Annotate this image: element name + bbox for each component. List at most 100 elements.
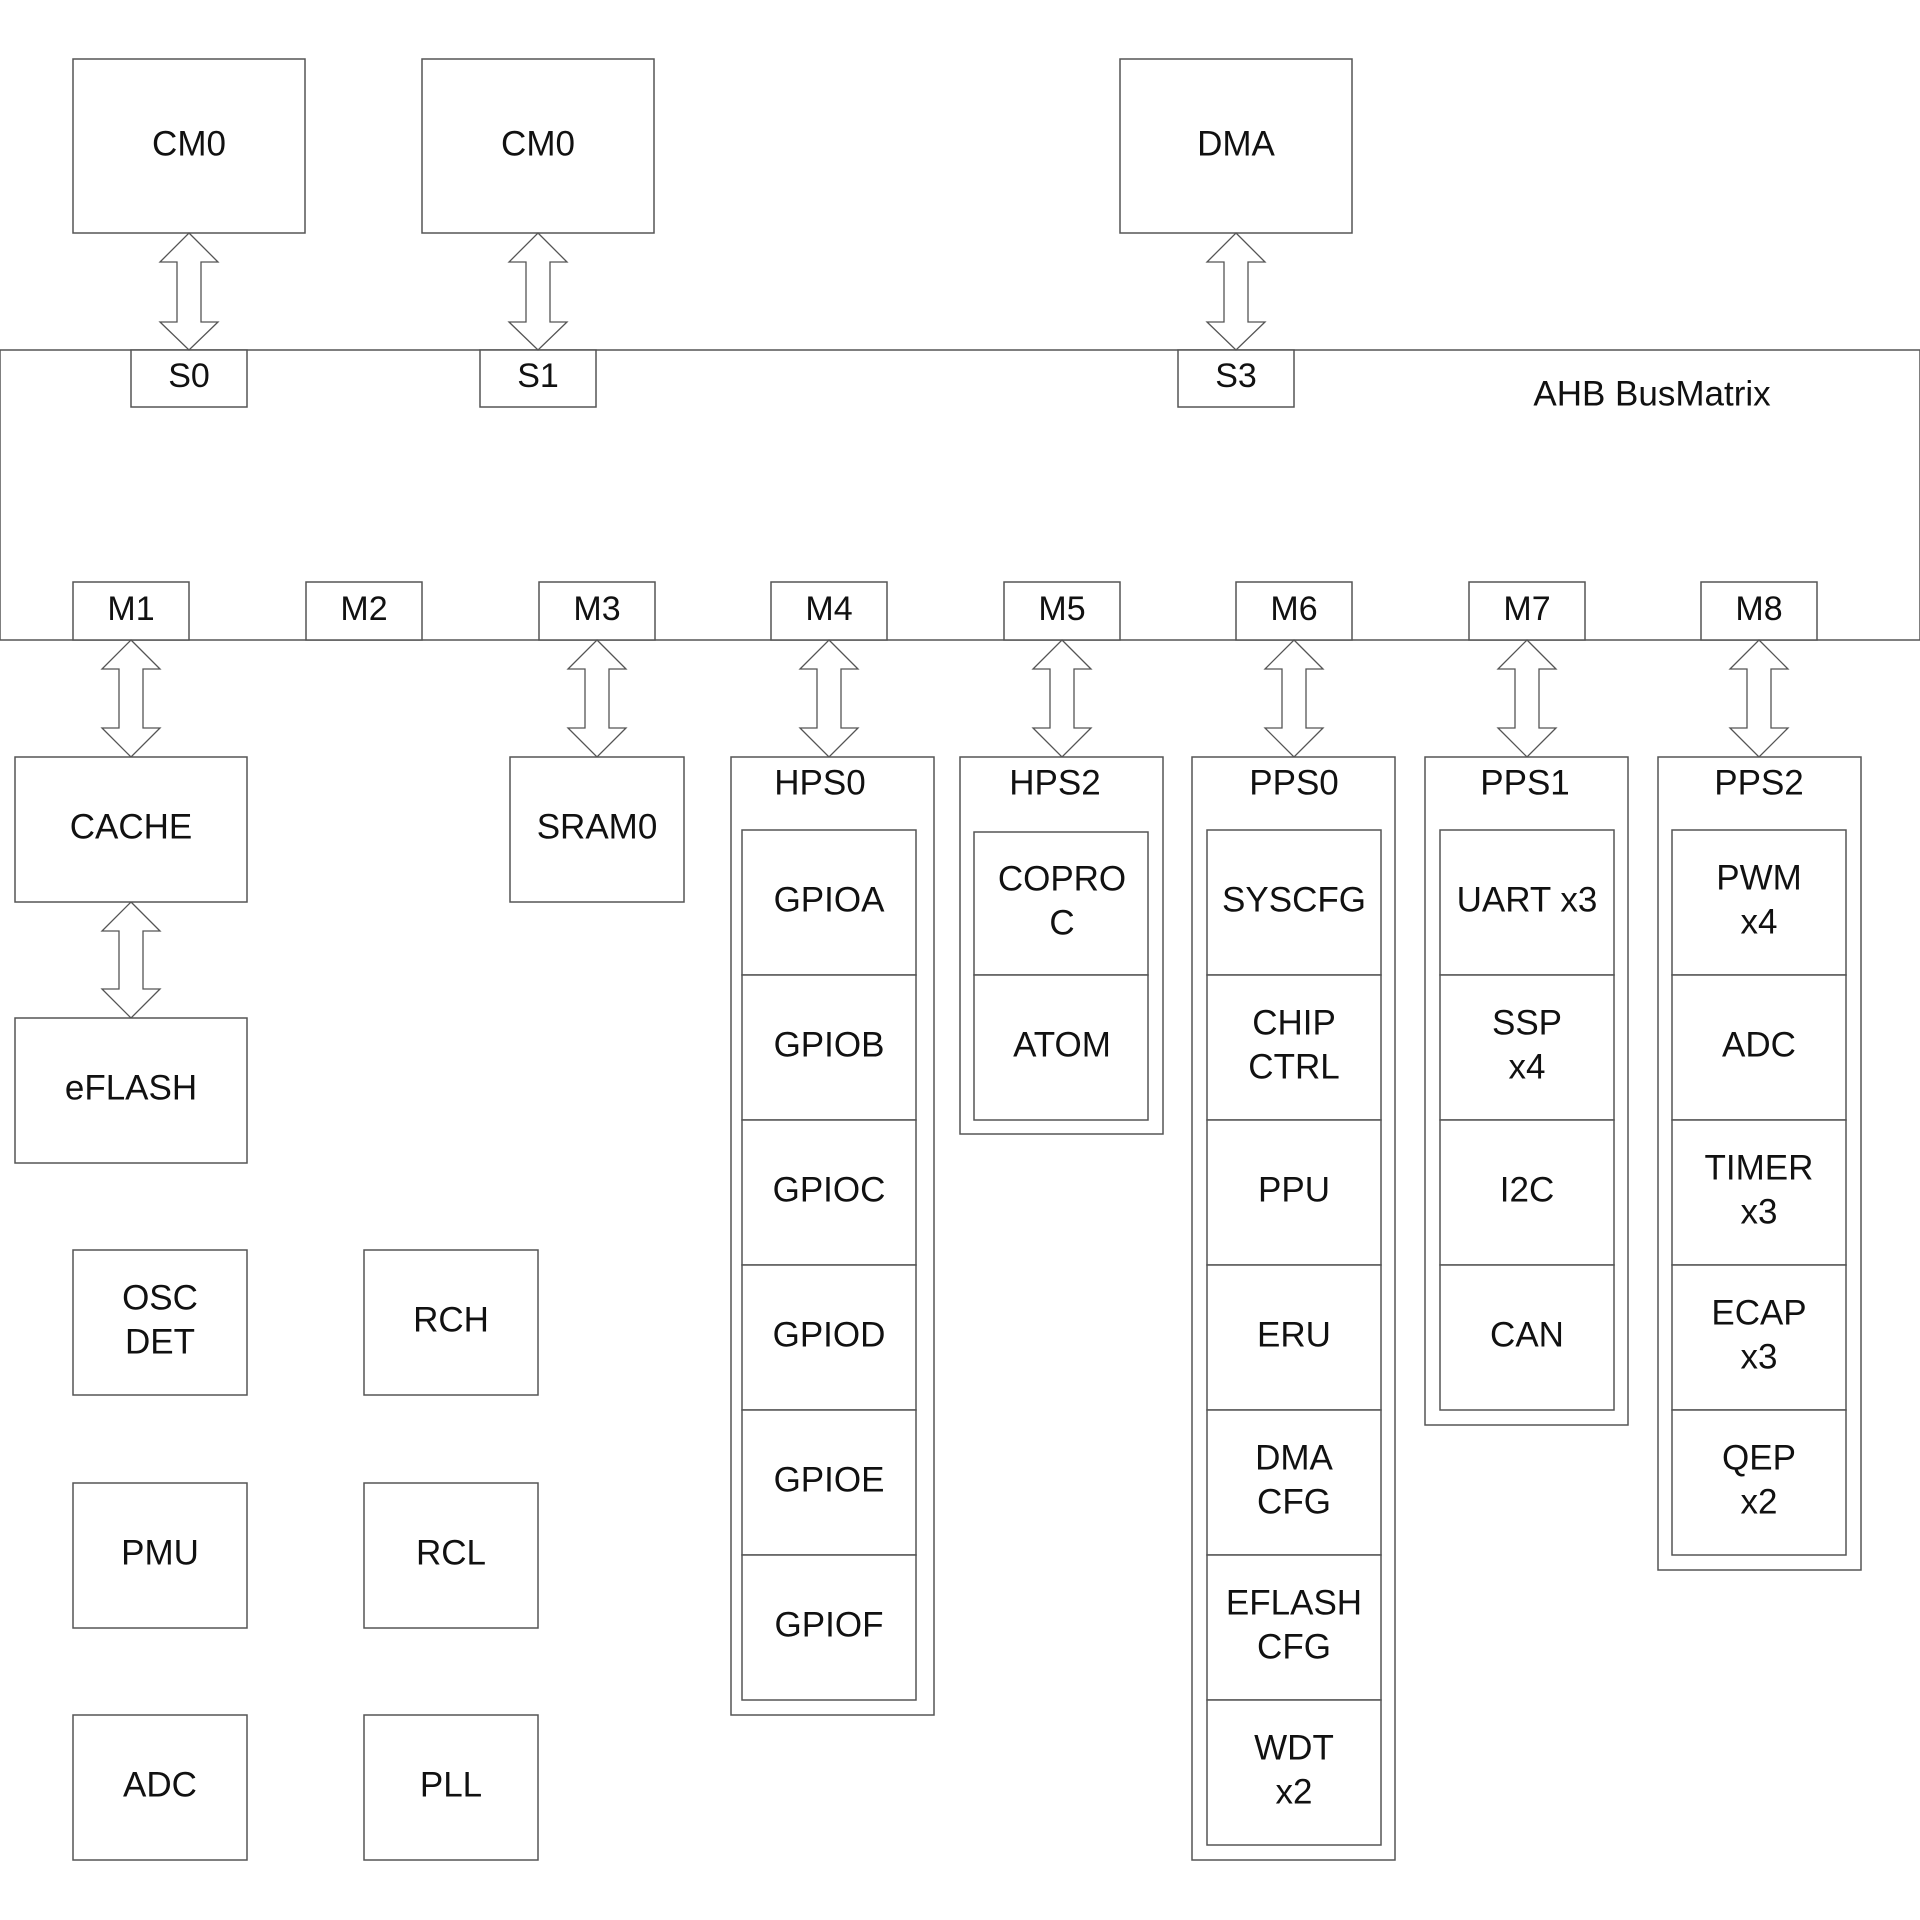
pps2-item-qep-line2: x2 — [1741, 1482, 1778, 1521]
arrow-cache-eflash — [100, 901, 162, 1019]
master-dma-label: DMA — [1197, 124, 1275, 163]
pps2-item-pwm-line1: PWM — [1716, 858, 1802, 897]
eflash-block: eFLASH — [14, 1017, 248, 1164]
cache-label: CACHE — [70, 807, 193, 846]
master-port-m6-label: M6 — [1270, 590, 1317, 628]
master-port-m1-label: M1 — [107, 590, 154, 628]
master-port-m5-label: M5 — [1038, 590, 1085, 628]
arrow-m7-pps1 — [1496, 639, 1558, 758]
analog-osc-det-line1: OSC — [122, 1278, 198, 1317]
pps0-item-eflashcfg-line1: EFLASH — [1226, 1583, 1362, 1622]
analog-rch-label: RCH — [413, 1300, 489, 1339]
pps2-item-ecap-line1: ECAP — [1711, 1293, 1806, 1332]
arrow-cm0-a-s0 — [158, 232, 220, 351]
analog-rch: RCH — [363, 1249, 539, 1396]
analog-adc-label: ADC — [123, 1765, 197, 1804]
pps0-item-chipctrl-line2: CTRL — [1248, 1047, 1339, 1086]
sram0-block: SRAM0 — [509, 756, 685, 903]
arrow-m8-pps2 — [1728, 639, 1790, 758]
master-cm0-b: CM0 — [421, 58, 655, 234]
pps2-item-pwm-line2: x4 — [1741, 902, 1778, 941]
master-port-m5: M5 — [1003, 581, 1121, 641]
master-cm0-b-label: CM0 — [501, 124, 575, 163]
master-port-m4-label: M4 — [805, 590, 852, 628]
arrow-dma-s3 — [1205, 232, 1267, 351]
master-port-m8: M8 — [1700, 581, 1818, 641]
hps0-item-gpioe: GPIOE — [774, 1460, 885, 1499]
slave-port-s3: S3 — [1177, 349, 1295, 408]
pps0-item-dmacfg-line1: DMA — [1255, 1438, 1333, 1477]
sram0-label: SRAM0 — [537, 807, 658, 846]
hps0-item-gpioc: GPIOC — [773, 1170, 886, 1209]
analog-osc-det-line2: DET — [125, 1322, 195, 1361]
pps1-item-ssp-line1: SSP — [1492, 1003, 1562, 1042]
pps0-item-eru: ERU — [1257, 1315, 1331, 1354]
eflash-label: eFLASH — [65, 1068, 197, 1107]
group-hps2-title: HPS2 — [1009, 763, 1100, 802]
analog-pll: PLL — [363, 1714, 539, 1861]
arrow-m6-pps0 — [1263, 639, 1325, 758]
pps0-item-eflashcfg-line2: CFG — [1257, 1627, 1331, 1666]
master-port-m3-label: M3 — [573, 590, 620, 628]
pps0-item-wdt-line2: x2 — [1276, 1772, 1313, 1811]
group-hps2: HPS2 COPRO C ATOM — [959, 756, 1164, 1135]
analog-rcl-label: RCL — [416, 1533, 486, 1572]
slave-port-s0-label: S0 — [168, 357, 210, 395]
pps2-item-ecap-line2: x3 — [1741, 1337, 1778, 1376]
arrow-m5-hps2 — [1031, 639, 1093, 758]
master-dma: DMA — [1119, 58, 1353, 234]
master-port-m1: M1 — [72, 581, 190, 641]
group-pps0: PPS0 SYSCFG CHIP CTRL PPU ERU DMA CFG EF… — [1191, 756, 1396, 1861]
pps2-item-timer-line1: TIMER — [1705, 1148, 1814, 1187]
slave-port-s3-label: S3 — [1215, 357, 1257, 395]
master-port-m2-label: M2 — [340, 590, 387, 628]
slave-port-s0: S0 — [130, 349, 248, 408]
arrow-m4-hps0 — [798, 639, 860, 758]
slave-port-s1-label: S1 — [517, 357, 559, 395]
ahb-busmatrix: AHB BusMatrix — [0, 349, 1920, 641]
pps1-item-ssp-line2: x4 — [1509, 1047, 1546, 1086]
master-port-m3: M3 — [538, 581, 656, 641]
master-cm0-a: CM0 — [72, 58, 306, 234]
pps0-item-wdt-line1: WDT — [1254, 1728, 1334, 1767]
analog-osc-det: OSC DET — [72, 1249, 248, 1396]
master-port-m7-label: M7 — [1503, 590, 1550, 628]
analog-pmu-label: PMU — [121, 1533, 199, 1572]
pps0-item-chipctrl-line1: CHIP — [1252, 1003, 1336, 1042]
arrow-m3-sram0 — [566, 639, 628, 758]
hps0-item-gpiob: GPIOB — [774, 1025, 885, 1064]
pps0-item-syscfg: SYSCFG — [1222, 880, 1366, 919]
pps1-item-uart: UART x3 — [1457, 880, 1598, 919]
group-hps0-title: HPS0 — [774, 763, 865, 802]
group-pps2: PPS2 PWM x4 ADC TIMER x3 ECAP x3 QEP x2 — [1657, 756, 1862, 1571]
arrow-cm0-b-s1 — [507, 232, 569, 351]
pps1-item-can: CAN — [1490, 1315, 1564, 1354]
group-pps1: PPS1 UART x3 SSP x4 I2C CAN — [1424, 756, 1629, 1426]
pps2-item-qep-line1: QEP — [1722, 1438, 1796, 1477]
master-port-m8-label: M8 — [1735, 590, 1782, 628]
hps2-item-coproc-line2: C — [1049, 903, 1074, 942]
slave-port-s1: S1 — [479, 349, 597, 408]
group-pps2-title: PPS2 — [1714, 763, 1804, 802]
analog-pll-label: PLL — [420, 1765, 482, 1804]
pps1-item-i2c: I2C — [1500, 1170, 1554, 1209]
busmatrix-title: AHB BusMatrix — [1533, 374, 1771, 413]
pps0-item-dmacfg-line2: CFG — [1257, 1482, 1331, 1521]
master-cm0-a-label: CM0 — [152, 124, 226, 163]
master-port-m7: M7 — [1468, 581, 1586, 641]
hps0-item-gpiof: GPIOF — [775, 1605, 884, 1644]
group-pps0-title: PPS0 — [1249, 763, 1339, 802]
hps2-item-coproc-line1: COPRO — [998, 859, 1126, 898]
hps0-item-gpioa: GPIOA — [774, 880, 886, 919]
pps2-item-adc: ADC — [1722, 1025, 1796, 1064]
master-port-m4: M4 — [770, 581, 888, 641]
arrow-m1-cache — [100, 639, 162, 758]
master-port-m6: M6 — [1235, 581, 1353, 641]
analog-adc: ADC — [72, 1714, 248, 1861]
analog-rcl: RCL — [363, 1482, 539, 1629]
analog-pmu: PMU — [72, 1482, 248, 1629]
master-port-m2: M2 — [305, 581, 423, 641]
pps2-item-timer-line2: x3 — [1741, 1192, 1778, 1231]
